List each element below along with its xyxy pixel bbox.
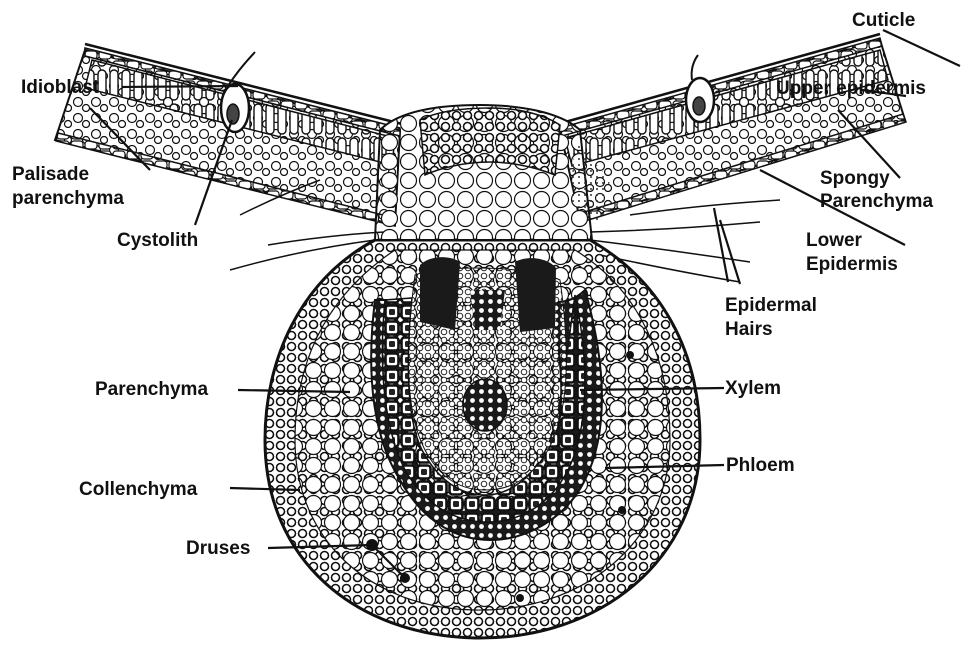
- label-palisade-line1: Palisade: [12, 163, 89, 186]
- label-epidermal-line2: Hairs: [725, 318, 773, 341]
- label-collenchyma: Collenchyma: [79, 478, 197, 501]
- label-lower-line1: Lower: [806, 229, 862, 252]
- left-leaf-blade: [55, 44, 402, 270]
- label-epidermal-line1: Epidermal: [725, 294, 817, 317]
- label-parenchyma: Parenchyma: [95, 378, 208, 401]
- label-spongy-line1: Spongy: [820, 167, 890, 190]
- label-druses: Druses: [186, 537, 250, 560]
- label-spongy-line2: Parenchyma: [820, 190, 933, 213]
- label-cystolith: Cystolith: [117, 229, 198, 252]
- label-cuticle: Cuticle: [852, 9, 915, 32]
- label-palisade-line2: parenchyma: [12, 187, 124, 210]
- label-xylem: Xylem: [725, 377, 781, 400]
- label-upper-epidermis: Upper epidermis: [776, 77, 926, 100]
- label-lower-line2: Epidermis: [806, 253, 898, 276]
- label-phloem: Phloem: [726, 454, 795, 477]
- label-idioblast: Idioblast: [21, 76, 99, 99]
